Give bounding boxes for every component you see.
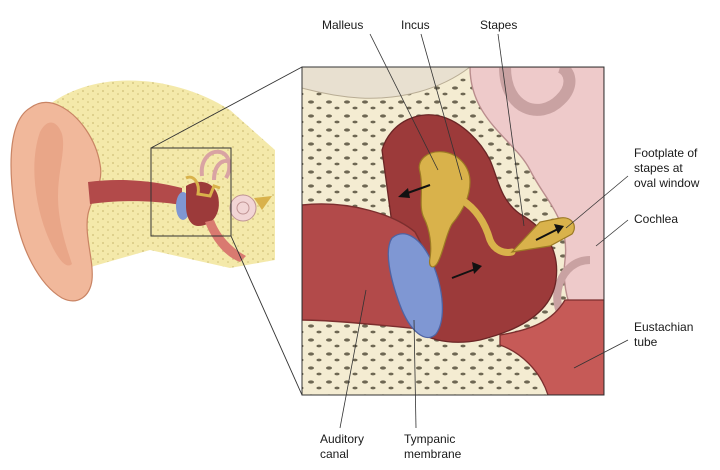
pinna-fold: [34, 122, 72, 266]
overview-ear: [10, 80, 275, 302]
label-auditory-line1: Auditory: [320, 432, 365, 446]
vibration-arrow-cavity: [451, 262, 482, 279]
cochlea-overview: [229, 194, 257, 222]
label-incus: Incus: [401, 18, 430, 32]
leader-eustachian: [573, 339, 629, 369]
tympanic-membrane: [387, 233, 444, 339]
leader-tympanic: [413, 319, 417, 429]
leader-malleus: [369, 33, 439, 171]
leader-stapes: [497, 33, 525, 227]
label-auditory-canal: Auditory canal: [320, 432, 364, 462]
eustachian-tube-overview: [205, 220, 246, 262]
label-eustachian-tube: Eustachian tube: [634, 320, 693, 350]
label-tympanic-line1: Tympanic: [404, 432, 456, 446]
leader-incus: [420, 33, 463, 181]
malleus-incus: [418, 151, 471, 268]
cochlea-overview-inner: [236, 201, 250, 215]
label-footplate-line1: Footplate of: [634, 146, 698, 160]
nerve-overview: [254, 196, 272, 210]
semicircular-canals-overview: [199, 149, 232, 181]
zoom-connector-top: [150, 66, 303, 149]
auditory-canal-overview: [88, 180, 182, 205]
label-footplate-line3: oval window: [634, 176, 700, 190]
inset-middle-ear: [302, 67, 604, 395]
zoom-box: [150, 147, 232, 237]
leader-footplate: [565, 175, 629, 229]
zoom-connector-bottom: [230, 235, 303, 396]
semicircular-canal: [499, 67, 576, 116]
label-eustachian-line1: Eustachian: [634, 320, 694, 334]
ossicles-overview: [185, 175, 221, 198]
label-footplate-line2: stapes at: [634, 161, 683, 175]
upper-tissue: [302, 67, 471, 99]
label-tympanic-membrane: Tympanic membrane: [404, 432, 461, 462]
label-footplate: Footplate of stapes at oval window: [634, 146, 699, 191]
label-cochlea: Cochlea: [634, 212, 679, 226]
vibration-arrow-footplate: [535, 224, 564, 241]
leader-cochlea: [595, 219, 629, 247]
inset-frame: [301, 66, 605, 396]
vibration-arrow-malleus: [398, 184, 431, 198]
label-stapes: Stapes: [480, 18, 518, 32]
label-malleus: Malleus: [322, 18, 364, 32]
incus-long-process: [458, 196, 516, 256]
eustachian-tube: [499, 299, 604, 395]
label-auditory-line2: canal: [320, 447, 349, 461]
label-tympanic-line2: membrane: [404, 447, 462, 461]
leader-auditory-canal: [339, 289, 367, 429]
label-eustachian-line2: tube: [634, 335, 658, 349]
skull-bone-overview: [45, 80, 275, 270]
